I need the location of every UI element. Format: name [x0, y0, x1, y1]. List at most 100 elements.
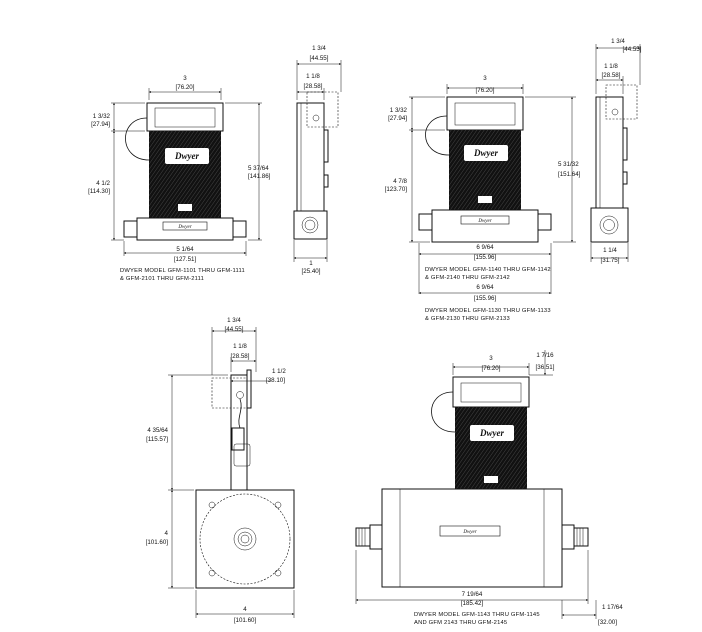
v5-connector [231, 427, 245, 451]
svg-text:[25.40]: [25.40] [302, 268, 321, 275]
v4-dim-bottom: 1 1/4 [603, 247, 617, 254]
v6-dim-width-top: 3 [489, 355, 493, 362]
view-2-side: 1 3/4 [44.55] 1 1/8 [28.58] 1 [25.40] [293, 45, 342, 275]
v2-base [293, 210, 328, 240]
view-4-side: 1 3/4 [44.55] 1 1/8 [28.58] 1 1/4 [31.75… [590, 38, 642, 264]
svg-text:[101.60]: [101.60] [146, 539, 169, 546]
view-3-front: Dwyer Dwyer 3 [76.20] 1 3/32 [27.94] 4 7… [385, 75, 581, 322]
v3-caption-line-2: & GFM-2140 THRU GFM-2142 [425, 275, 510, 281]
v6-caption-line-2: AND GFM 2143 THRU GFM-2145 [414, 620, 507, 626]
svg-text:[127.51]: [127.51] [174, 256, 197, 263]
svg-text:[38.10]: [38.10] [266, 377, 285, 384]
v2-side-body [296, 102, 325, 212]
svg-text:[44.55]: [44.55] [225, 326, 244, 333]
svg-text:[115.57]: [115.57] [146, 436, 168, 443]
v1-dim-bottom: 5 1/64 [176, 246, 194, 253]
svg-text:[27.94]: [27.94] [388, 115, 407, 122]
v4-dim-top-b: 1 1/8 [604, 63, 618, 70]
v5-port-outer [233, 527, 257, 551]
v6-dim-bottom: 7 19/64 [462, 591, 483, 598]
svg-text:[36.51]: [36.51] [536, 364, 555, 371]
v6-cable [431, 391, 456, 433]
svg-text:[28.58]: [28.58] [304, 83, 323, 90]
v3-fitting-right [537, 213, 552, 231]
v4-dim-top-a: 1 3/4 [611, 38, 625, 45]
v6-display-head [452, 376, 530, 408]
v1-base-logo: Dwyer [177, 225, 191, 230]
v1-display-window [154, 107, 216, 128]
v1-dim-width-top: 3 [183, 75, 187, 82]
v3-fitting-left [418, 213, 433, 231]
view-6-large: Dwyer Dwyer 3 [76.20] 1 7/16 [36.51] 7 1… [355, 350, 623, 626]
v6-dim-right-bottom: 1 17/64 [602, 604, 623, 611]
v3-dim-bottom-2: 6 9/64 [476, 284, 494, 291]
v5-body [195, 489, 295, 589]
v1-badge [178, 204, 192, 211]
v1-fitting-left [123, 220, 138, 238]
view-1-front: Dwyer Dwyer 3 [76.20] 1 3/32 [27.94] 4 1… [88, 75, 271, 282]
view-5-square: 1 3/4 [44.55] 1 1/8 [28.58] 1 1/2 [38.10… [146, 317, 295, 624]
v5-dim-bottom: 4 [243, 606, 247, 613]
v6-base [381, 488, 563, 588]
v1-caption-line-2: & GFM-2101 THRU GFM-2111 [120, 276, 204, 282]
svg-text:[185.42]: [185.42] [461, 600, 484, 607]
svg-text:[101.60]: [101.60] [234, 617, 257, 624]
v1-fitting-right [232, 220, 247, 238]
v3-display-head [446, 96, 524, 131]
svg-text:Dwyer: Dwyer [462, 530, 476, 535]
v3-cable [425, 115, 450, 156]
v6-dim-right-top: 1 7/16 [536, 352, 554, 359]
v1-caption-line-1: DWYER MODEL GFM-1101 THRU GFM-1111 [120, 268, 245, 274]
v3-caption-line-1: DWYER MODEL GFM-1140 THRU GFM-1142 [425, 267, 551, 273]
v2-dim-top-b: 1 1/8 [306, 73, 320, 80]
svg-text:[32.00]: [32.00] [598, 619, 617, 626]
v5-dim-right: 1 1/2 [272, 368, 286, 375]
v5-dim-top-a: 1 3/4 [227, 317, 241, 324]
v2-dim-top-a: 1 3/4 [312, 45, 326, 52]
v3-caption2-line-2: & GFM-2130 THRU GFM-2133 [425, 316, 510, 322]
v1-dim-left-b: 4 1/2 [96, 180, 110, 187]
v6-caption-line-1: DWYER MODEL GFM-1143 THRU GFM-1145 [414, 612, 540, 618]
v3-display-window [454, 102, 516, 126]
v1-cable [125, 117, 150, 161]
svg-text:[155.96]: [155.96] [474, 295, 497, 302]
v5-db-port [233, 443, 251, 467]
v3-caption2-line-1: DWYER MODEL GFM-1130 THRU GFM-1133 [425, 308, 551, 314]
svg-text:[123.70]: [123.70] [385, 186, 408, 193]
v1-dim-right-h: 5 37/64 [248, 165, 269, 172]
svg-text:[28.58]: [28.58] [602, 72, 621, 79]
v4-base [590, 207, 629, 243]
v1-dim-left-a: 1 3/32 [93, 113, 111, 120]
v6-display-window [460, 382, 522, 403]
svg-text:[151.64]: [151.64] [558, 171, 581, 178]
svg-text:Dwyer: Dwyer [477, 219, 491, 224]
v1-logo-plate [165, 148, 209, 164]
svg-text:[44.55]: [44.55] [623, 46, 642, 53]
svg-text:[76.20]: [76.20] [476, 87, 495, 94]
v1-brand-logo: Dwyer [174, 151, 199, 161]
v2-dim-bottom: 1 [309, 260, 313, 267]
v5-face-circle [199, 493, 291, 585]
v6-fitting-left [369, 524, 383, 550]
v4-connector-outline [605, 84, 638, 120]
svg-text:[44.55]: [44.55] [310, 55, 329, 62]
svg-text:[114.30]: [114.30] [88, 188, 110, 195]
v1-display-head [146, 102, 224, 132]
v5-dim-left-a: 4 35/64 [147, 427, 168, 434]
svg-text:[28.58]: [28.58] [231, 353, 250, 360]
v3-dim-left-b: 4 7/8 [393, 178, 407, 185]
v3-dim-width-top: 3 [483, 75, 487, 82]
v6-brand-logo: Dwyer [479, 428, 504, 438]
v3-base [431, 209, 539, 243]
v3-dim-bottom-1: 6 9/64 [476, 244, 494, 251]
svg-text:[141.86]: [141.86] [248, 173, 271, 180]
v6-fitting-right [561, 524, 575, 550]
svg-text:[155.96]: [155.96] [474, 254, 497, 261]
v3-dim-right-h: 5 31/32 [558, 161, 579, 168]
svg-text:[27.94]: [27.94] [91, 121, 110, 128]
v5-dim-top-b: 1 1/8 [233, 343, 247, 350]
v3-brand-logo: Dwyer [473, 148, 498, 158]
svg-text:[31.75]: [31.75] [601, 257, 620, 264]
